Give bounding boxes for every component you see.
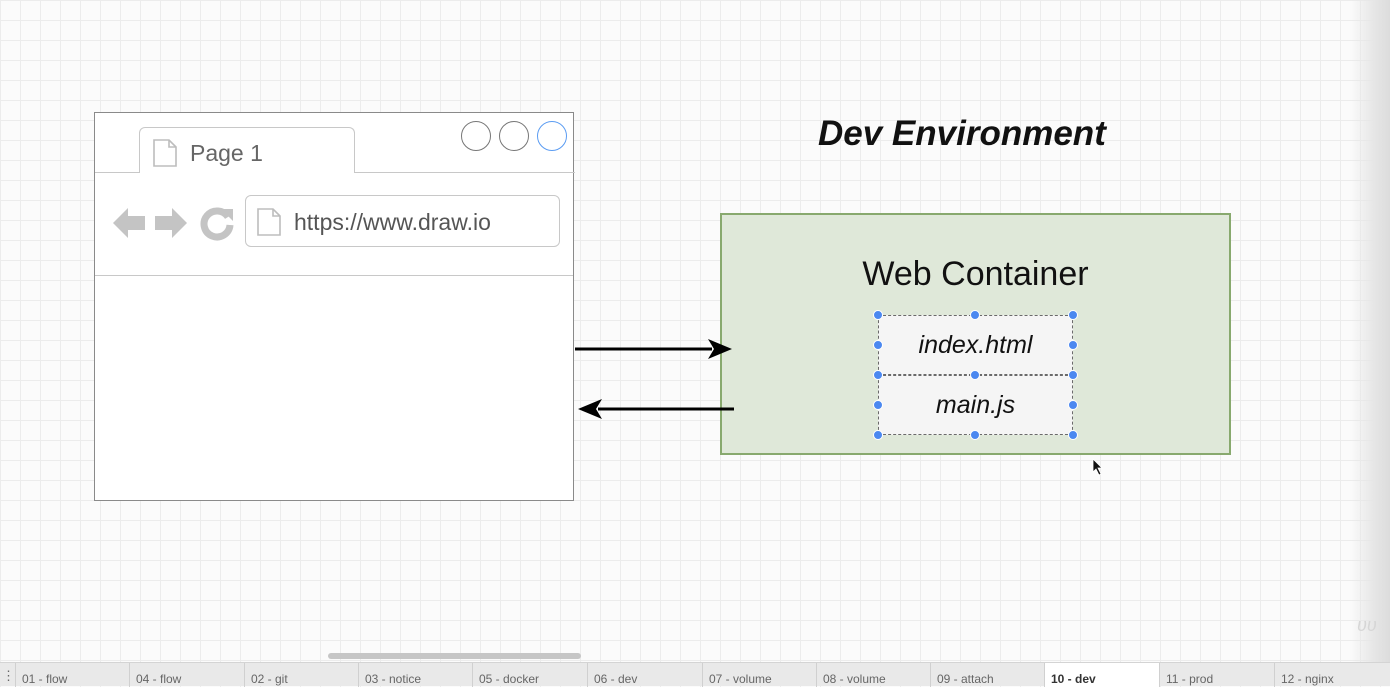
selection-handle[interactable]	[873, 370, 883, 380]
selection-handle[interactable]	[873, 340, 883, 350]
page-tab[interactable]: 01 - flow	[15, 663, 129, 687]
watermark-logo: ʋʋ	[1357, 615, 1377, 635]
tab-baseline-right	[355, 172, 575, 173]
forward-arrow-icon	[153, 205, 189, 246]
page-icon	[256, 207, 282, 242]
page-tab[interactable]: 02 - git	[244, 663, 358, 687]
tab-label: Page 1	[190, 140, 263, 166]
selection-handle[interactable]	[970, 430, 980, 440]
connectors-layer	[575, 339, 1103, 476]
page-icon	[152, 138, 178, 173]
page-tab-label: 07 - volume	[709, 672, 772, 686]
page-tab[interactable]: 09 - attach	[930, 663, 1044, 687]
selection-handle[interactable]	[970, 370, 980, 380]
page-tab[interactable]: 04 - flow	[129, 663, 244, 687]
request-arrow[interactable]	[575, 339, 732, 359]
page-tab-label: 04 - flow	[136, 672, 182, 686]
address-bar: https://www.draw.io	[245, 195, 560, 247]
selection-handle[interactable]	[970, 310, 980, 320]
window-button-2	[499, 121, 529, 151]
window-button-1	[461, 121, 491, 151]
page-tab[interactable]: 07 - volume	[702, 663, 816, 687]
mouse-cursor-icon	[1092, 458, 1103, 476]
horizontal-scrollbar[interactable]	[328, 653, 581, 659]
page-tab-label: 11 - prod	[1166, 672, 1214, 686]
browser-tab: Page 1	[139, 127, 355, 173]
page-tab-label: 09 - attach	[937, 672, 994, 686]
diagram-title[interactable]: Dev Environment	[818, 114, 1106, 153]
page-tab-label: 02 - git	[251, 672, 288, 686]
canvas-right-edge	[1350, 0, 1390, 662]
diagram-canvas[interactable]: Page 1 https://www.draw.io	[0, 0, 1390, 662]
page-tab-label: 08 - volume	[823, 672, 886, 686]
page-tab[interactable]: 05 - docker	[472, 663, 587, 687]
selection-handle[interactable]	[873, 400, 883, 410]
page-tab-label: 06 - dev	[594, 672, 638, 686]
page-tab-label: 03 - notice	[365, 672, 422, 686]
selection-handle[interactable]	[1068, 430, 1078, 440]
url-text: https://www.draw.io	[294, 209, 491, 235]
pages-menu-icon[interactable]: ⋮	[2, 668, 15, 683]
page-tab-active[interactable]: 10 - dev	[1044, 663, 1159, 687]
file-label: main.js	[935, 390, 1016, 419]
selection-handle[interactable]	[1068, 310, 1078, 320]
window-button-3	[537, 121, 567, 151]
page-tab[interactable]: 12 - nginx	[1274, 663, 1390, 687]
selection-handle[interactable]	[1068, 340, 1078, 350]
selection-handle[interactable]	[873, 430, 883, 440]
page-tabs-bar: ⋮ 01 - flow 04 - flow 02 - git 03 - noti…	[0, 662, 1390, 687]
browser-content-separator	[95, 275, 573, 276]
file-index-html[interactable]: index.html	[878, 315, 1073, 375]
page-tab-label: 12 - nginx	[1281, 672, 1334, 686]
page-tab-label: 10 - dev	[1051, 672, 1096, 686]
page-tab[interactable]: 08 - volume	[816, 663, 930, 687]
file-label: index.html	[918, 330, 1033, 359]
back-arrow-icon	[111, 205, 147, 246]
page-tab[interactable]: 11 - prod	[1159, 663, 1274, 687]
selection-handle[interactable]	[1068, 400, 1078, 410]
page-tab-label: 05 - docker	[479, 672, 540, 686]
page-tab[interactable]: 03 - notice	[358, 663, 472, 687]
tab-baseline-left	[95, 172, 139, 173]
page-tab[interactable]: 06 - dev	[587, 663, 702, 687]
selection-handle[interactable]	[1068, 370, 1078, 380]
selection-handle[interactable]	[873, 310, 883, 320]
response-arrow[interactable]	[578, 399, 734, 419]
container-title: Web Container	[862, 255, 1089, 293]
browser-mockup[interactable]: Page 1 https://www.draw.io	[94, 112, 575, 501]
page-tab-label: 01 - flow	[22, 672, 68, 686]
reload-icon	[199, 205, 235, 246]
